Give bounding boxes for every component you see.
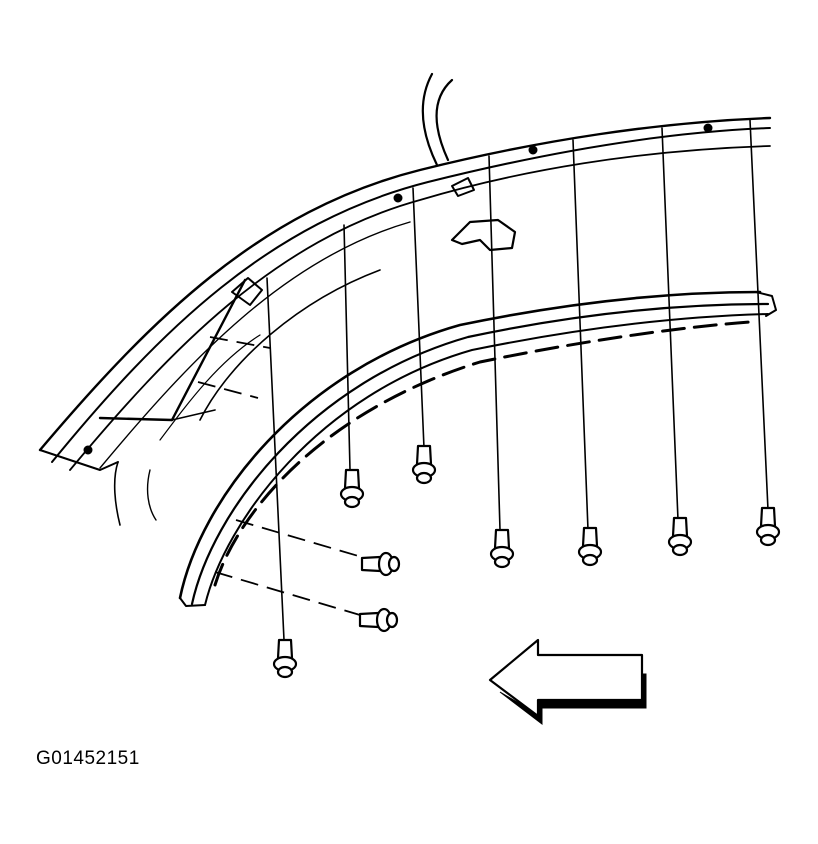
front-direction-arrow-icon — [488, 638, 647, 726]
fastener-set — [272, 444, 781, 679]
push-pin-fastener — [577, 526, 603, 567]
push-pin-fastener — [755, 506, 781, 547]
push-pin-fastener — [411, 444, 437, 485]
push-pin-fastener — [339, 468, 365, 509]
push-pin-fastener — [489, 528, 515, 569]
push-pin-fastener — [272, 638, 298, 679]
figure-id-label: G01452151 — [36, 748, 140, 769]
fastener-guide-lines — [266, 119, 769, 641]
vehicle-body — [38, 72, 772, 526]
push-pin-fastener — [358, 607, 399, 633]
wheel-opening-molding — [178, 290, 777, 607]
push-pin-fastener — [360, 551, 401, 577]
push-pin-fastener — [667, 516, 693, 557]
dashed-guide-lines — [197, 336, 373, 619]
